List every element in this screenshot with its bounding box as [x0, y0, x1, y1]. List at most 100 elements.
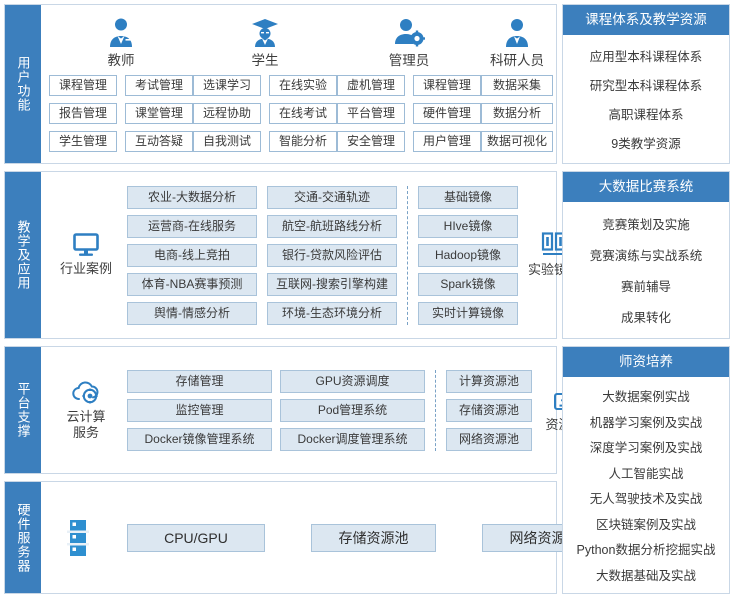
- chip[interactable]: 学生管理: [49, 130, 117, 152]
- case-chip[interactable]: 航空-航班路线分析: [267, 214, 397, 238]
- role-name-admin: 管理员: [388, 52, 430, 68]
- case-chip[interactable]: 农业-大数据分析: [127, 185, 257, 209]
- panel-item[interactable]: 区块链案例及实战: [595, 517, 696, 532]
- panel-item[interactable]: 无人驾驶技术及实战: [589, 492, 703, 507]
- role-chip-grid-admin: 虚机管理 平台管理 安全管理 课程管理 硬件管理 用户管理: [337, 74, 481, 152]
- chip[interactable]: 智能分析: [269, 130, 337, 152]
- student-icon: [250, 17, 280, 47]
- chip[interactable]: 平台管理: [337, 102, 405, 124]
- platform-chip[interactable]: 存储管理: [127, 369, 272, 393]
- chip[interactable]: 数据分析: [481, 102, 553, 124]
- case-chip[interactable]: 运营商-在线服务: [127, 214, 257, 238]
- chip[interactable]: 选课学习: [193, 74, 261, 96]
- chip[interactable]: 用户管理: [413, 130, 481, 152]
- chip-column: 虚机管理 平台管理 安全管理: [337, 74, 405, 152]
- chip[interactable]: 报告管理: [49, 102, 117, 124]
- role-name-teacher: 教师: [107, 52, 135, 68]
- chip[interactable]: 课程管理: [49, 74, 117, 96]
- chip-column: 课程管理 报告管理 学生管理: [49, 74, 117, 152]
- band-teaching-application: 教学及应用 行业案例 农业-大数据分: [4, 171, 580, 339]
- panel-body: 大数据案例实战 机器学习案例及实战 深度学习案例及实战 人工智能实战 无人驾驶技…: [563, 377, 729, 593]
- role-student: 学生 选课学习 远程协助 自我测试 在线实验 在线考试 智能分析: [193, 17, 337, 152]
- panel-item[interactable]: 大数据案例实战: [602, 390, 690, 405]
- chip[interactable]: 考试管理: [125, 74, 193, 96]
- panel-item[interactable]: 竞赛演练与实战系统: [589, 249, 703, 263]
- case-chip[interactable]: 电商-线上竞拍: [127, 243, 257, 267]
- case-column-1: 农业-大数据分析 运营商-在线服务 电商-线上竞拍 体育-NBA赛事预测 舆情-…: [127, 185, 257, 325]
- panel-item[interactable]: 机器学习案例及实战: [589, 415, 703, 430]
- case-chip[interactable]: 体育-NBA赛事预测: [127, 272, 257, 296]
- chip[interactable]: 课堂管理: [125, 102, 193, 124]
- chip[interactable]: 课程管理: [413, 74, 481, 96]
- platform-chip[interactable]: Pod管理系统: [280, 398, 425, 422]
- platform-chip[interactable]: Docker调度管理系统: [280, 427, 425, 451]
- chip-column: 考试管理 课堂管理 互动答疑: [125, 74, 193, 152]
- panel-item[interactable]: Python数据分析挖掘实战: [576, 543, 716, 558]
- panel-item[interactable]: 成果转化: [620, 311, 671, 325]
- platform-chip[interactable]: Docker镜像管理系统: [127, 427, 272, 451]
- chip[interactable]: 安全管理: [337, 130, 405, 152]
- case-chip[interactable]: 交通-交通轨迹: [267, 185, 397, 209]
- panel-item[interactable]: 大数据基础及实战: [595, 568, 696, 583]
- band-user-functions: 用户功能 教师: [4, 4, 557, 164]
- image-chip[interactable]: Spark镜像: [418, 272, 518, 296]
- image-chip[interactable]: 实时计算镜像: [418, 301, 518, 325]
- case-chip[interactable]: 环境-生态环境分析: [267, 301, 397, 325]
- role-chip-grid-researcher: 数据采集 数据分析 数据可视化: [481, 74, 553, 152]
- monitor-icon: [73, 233, 99, 257]
- role-name-student: 学生: [251, 52, 279, 68]
- chip[interactable]: 虚机管理: [337, 74, 405, 96]
- platform-chip[interactable]: 监控管理: [127, 398, 272, 422]
- hardware-row: CPU/GPU 存储资源池 网络资源池: [41, 509, 613, 567]
- chip-column: 数据采集 数据分析 数据可视化: [481, 74, 553, 152]
- chip[interactable]: 在线实验: [269, 74, 337, 96]
- chip[interactable]: 数据采集: [481, 74, 553, 96]
- role-admin: 管理员 虚机管理 平台管理 安全管理 课程管理 硬件管理 用户管理: [337, 17, 481, 152]
- industry-case-caption: 行业案例: [59, 261, 112, 276]
- image-column: 基础镜像 HIve镜像 Hadoop镜像 Spark镜像 实时计算镜像: [418, 185, 518, 325]
- chip[interactable]: 在线考试: [269, 102, 337, 124]
- platform-chip[interactable]: GPU资源调度: [280, 369, 425, 393]
- role-chip-grid-student: 选课学习 远程协助 自我测试 在线实验 在线考试 智能分析: [193, 74, 337, 152]
- role-name-researcher: 科研人员: [490, 52, 544, 68]
- chip[interactable]: 数据可视化: [481, 130, 553, 152]
- left-stack: 用户功能 教师: [4, 0, 607, 598]
- chip[interactable]: 硬件管理: [413, 102, 481, 124]
- cloud-service-caption-line1: 云计算: [66, 409, 106, 424]
- image-chip[interactable]: 基础镜像: [418, 185, 518, 209]
- chip-column: 课程管理 硬件管理 用户管理: [413, 74, 481, 152]
- panel-item[interactable]: 人工智能实战: [608, 466, 684, 481]
- case-chip[interactable]: 舆情-情感分析: [127, 301, 257, 325]
- chip[interactable]: 互动答疑: [125, 130, 193, 152]
- image-chip[interactable]: HIve镜像: [418, 214, 518, 238]
- resource-chip[interactable]: 计算资源池: [446, 369, 532, 393]
- dashed-divider: [407, 185, 408, 325]
- hardware-chip[interactable]: CPU/GPU: [127, 523, 265, 552]
- band-body-platform-support: 云计算 服务 存储管理 监控管理 Docker镜像管理系统 GPU资源调度 Po…: [41, 347, 604, 473]
- panel-body: 竞赛策划及实施 竞赛演练与实战系统 赛前辅导 成果转化: [563, 202, 729, 338]
- panel-item[interactable]: 高职课程体系: [608, 108, 684, 122]
- teaching-row: 行业案例 农业-大数据分析 运营商-在线服务 电商-线上竞拍 体育-NBA赛事预…: [41, 178, 596, 333]
- teacher-icon: [107, 17, 135, 47]
- case-chip[interactable]: 互联网-搜索引擎构建: [267, 272, 397, 296]
- chip[interactable]: 远程协助: [193, 102, 261, 124]
- panel-item[interactable]: 竞赛策划及实施: [602, 218, 690, 232]
- dashed-divider: [435, 369, 436, 451]
- panel-item[interactable]: 研究型本科课程体系: [589, 79, 703, 93]
- panel-body: 应用型本科课程体系 研究型本科课程体系 高职课程体系 9类教学资源: [563, 35, 729, 163]
- server-rack-icon: [66, 519, 90, 557]
- panel-item[interactable]: 赛前辅导: [620, 280, 671, 294]
- panel-item[interactable]: 应用型本科课程体系: [589, 50, 703, 64]
- role-chip-grid-teacher: 课程管理 报告管理 学生管理 考试管理 课堂管理 互动答疑: [49, 74, 193, 152]
- resource-chip[interactable]: 网络资源池: [446, 427, 532, 451]
- panel-item[interactable]: 9类教学资源: [611, 137, 681, 151]
- hardware-chip[interactable]: 存储资源池: [311, 523, 436, 552]
- case-chip[interactable]: 银行-贷款风险评估: [267, 243, 397, 267]
- panel-item[interactable]: 深度学习案例及实战: [589, 441, 703, 456]
- panel-competition: 大数据比赛系统 竞赛策划及实施 竞赛演练与实战系统 赛前辅导 成果转化: [562, 171, 730, 339]
- band-body-user-functions: 教师 课程管理 报告管理 学生管理 考试管理 课堂管理 互动答疑: [41, 5, 561, 163]
- chip[interactable]: 自我测试: [193, 130, 261, 152]
- image-chip[interactable]: Hadoop镜像: [418, 243, 518, 267]
- band-label-user-functions: 用户功能: [5, 5, 41, 163]
- resource-chip[interactable]: 存储资源池: [446, 398, 532, 422]
